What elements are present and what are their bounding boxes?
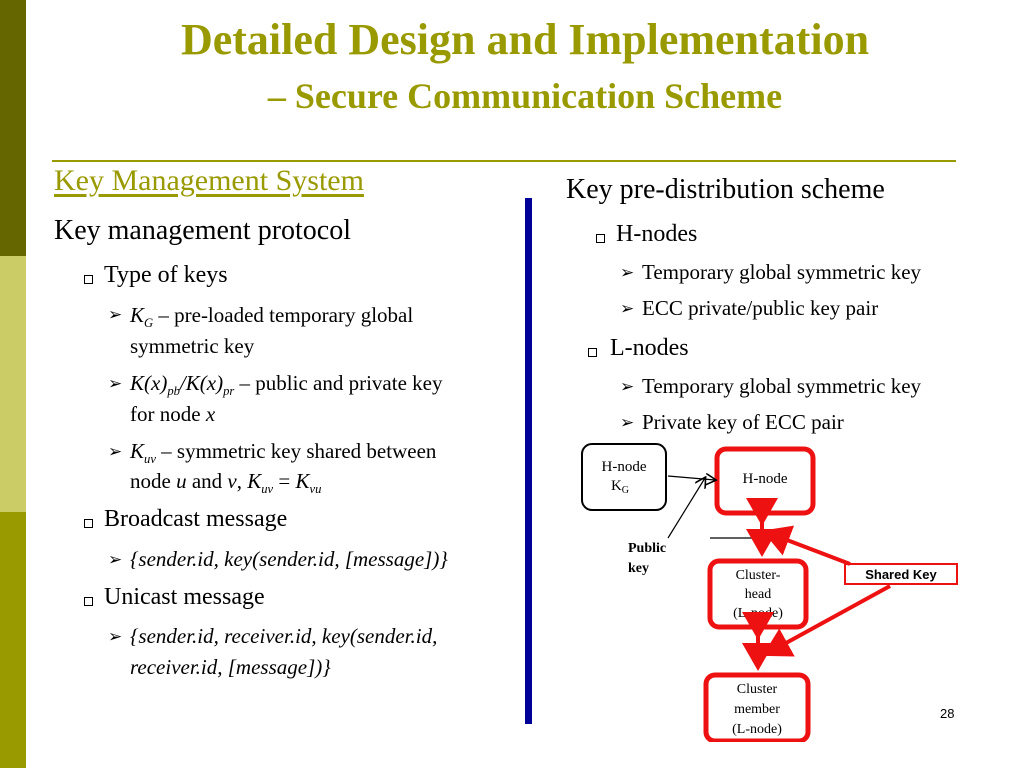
arrow-bullet-icon: ➢ bbox=[620, 263, 635, 283]
public-key-label: Public bbox=[628, 541, 666, 556]
cluster-member-box bbox=[703, 672, 811, 742]
kx-description: K(x)pb/K(x)pr – public and private key bbox=[130, 371, 443, 399]
shared-key-pointer-top bbox=[762, 525, 851, 566]
hnode-kg-box bbox=[581, 443, 667, 511]
arrow-bullet-icon: ➢ bbox=[620, 377, 635, 397]
arrow-bullet-icon: ➢ bbox=[108, 374, 123, 394]
column-divider bbox=[525, 198, 532, 724]
unicast-format-cont: receiver.id, [message])} bbox=[130, 655, 331, 679]
unicast-format: {sender.id, receiver.id, key(sender.id, bbox=[130, 624, 438, 648]
key-management-heading: Key Management System bbox=[54, 164, 364, 197]
public-key-arrow-up bbox=[667, 478, 705, 539]
square-bullet-icon bbox=[84, 519, 93, 528]
public-key-arrow-right bbox=[667, 476, 715, 480]
kuv-description-cont: node u and v, Kuv = Kvu bbox=[130, 469, 322, 497]
sidebar-band-middle bbox=[0, 256, 26, 512]
key-distribution-diagram: H-node KG H-node Public key Cluster- hea… bbox=[581, 443, 958, 742]
l-nodes-item-1: Temporary global symmetric key bbox=[642, 374, 922, 398]
cluster-head-label-2: head bbox=[745, 587, 771, 602]
h-nodes-item-2: ECC private/public key pair bbox=[642, 296, 879, 320]
l-nodes-item-2: Private key of ECC pair bbox=[642, 410, 844, 434]
kg-description: KG – pre-loaded temporary global bbox=[130, 303, 414, 331]
arrow-bullet-icon: ➢ bbox=[620, 299, 635, 319]
arrow-bullet-icon: ➢ bbox=[108, 305, 123, 325]
kuv-description: Kuv – symmetric key shared between bbox=[130, 439, 437, 467]
hnode-kg-key: KG bbox=[611, 478, 629, 496]
sidebar-band-bottom bbox=[0, 512, 26, 768]
shared-key-label: Shared Key bbox=[865, 567, 937, 582]
cluster-member-label-2: member bbox=[734, 702, 780, 717]
slide-subtitle: – Secure Communication Scheme bbox=[267, 76, 783, 116]
kx-description-cont: for node x bbox=[130, 402, 216, 426]
hnode-kg-label: H-node bbox=[602, 459, 647, 475]
broadcast-format: {sender.id, key(sender.id, [message])} bbox=[130, 547, 448, 571]
cluster-member-label-3: (L-node) bbox=[732, 722, 782, 737]
key-predistribution-heading: Key pre-distribution scheme bbox=[566, 174, 885, 205]
h-nodes-item-1: Temporary global symmetric key bbox=[642, 260, 922, 284]
key-management-protocol: Key management protocol bbox=[54, 215, 352, 246]
shared-key-pointer-bottom bbox=[762, 584, 891, 657]
arrow-bullet-icon: ➢ bbox=[108, 627, 123, 647]
kg-description-cont: symmetric key bbox=[130, 334, 255, 358]
broadcast-message-label: Broadcast message bbox=[104, 506, 288, 532]
square-bullet-icon bbox=[84, 275, 93, 284]
cluster-head-label-3: (L-node) bbox=[733, 606, 783, 621]
cluster-head-label: Cluster- bbox=[736, 568, 781, 583]
arrow-bullet-icon: ➢ bbox=[620, 413, 635, 433]
public-key-label-cont: key bbox=[628, 561, 649, 576]
h-nodes-label: H-nodes bbox=[616, 221, 698, 247]
l-nodes-label: L-nodes bbox=[610, 335, 689, 361]
type-of-keys-label: Type of keys bbox=[104, 262, 228, 288]
hnode-label: H-node bbox=[743, 471, 788, 487]
title-rule bbox=[52, 160, 956, 162]
cluster-member-label: Cluster bbox=[737, 682, 778, 697]
square-bullet-icon bbox=[596, 234, 605, 243]
page-number: 28 bbox=[940, 706, 955, 721]
unicast-message-label: Unicast message bbox=[104, 584, 265, 610]
arrow-bullet-icon: ➢ bbox=[108, 550, 123, 570]
arrow-bullet-icon: ➢ bbox=[108, 442, 123, 462]
slide-title: Detailed Design and Implementation bbox=[180, 15, 870, 64]
sidebar-band-top bbox=[0, 0, 26, 256]
shared-key-box bbox=[844, 563, 958, 585]
square-bullet-icon bbox=[84, 597, 93, 606]
square-bullet-icon bbox=[588, 348, 597, 357]
